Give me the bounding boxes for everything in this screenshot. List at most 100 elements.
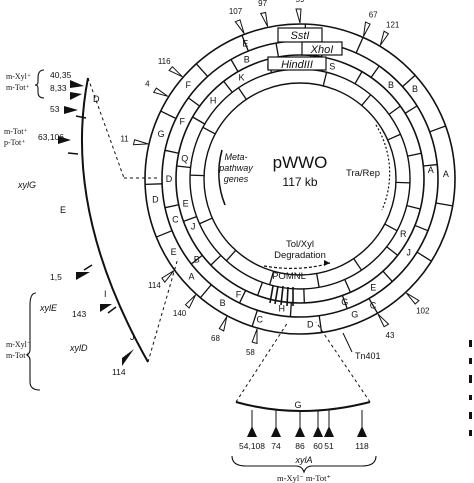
brace-2 — [26, 292, 41, 391]
xho-label: XhoI — [310, 44, 334, 56]
marker-triangle-0 — [295, 8, 302, 24]
plasmid-name: pWWO — [273, 153, 328, 172]
middle-ring-letter-0: B — [244, 54, 250, 64]
inner-ring-letter-5: J — [191, 222, 196, 232]
middle-ring-letter-3: D — [166, 174, 173, 184]
bottom-marker-label-5: 118 — [355, 441, 369, 451]
bottom-flag-0 — [247, 426, 257, 437]
tol-arc — [263, 262, 331, 269]
outer-ring-letter-12: B — [412, 84, 418, 94]
bottom-marker-label-3: 60 — [313, 441, 323, 451]
g2-phen-1: m-Tot⁺ — [4, 127, 28, 136]
middle-ring-letter-7: F — [236, 290, 242, 300]
projection-lines-left — [87, 77, 179, 363]
outer-ring-letter-7: C — [257, 314, 264, 324]
outer-ring-letter-11: A — [443, 169, 449, 179]
marker-triangle-12 — [406, 292, 420, 305]
meta-label-3: genes — [224, 174, 249, 184]
xylG-label: xylG — [17, 180, 36, 190]
marker-triangle-9 — [184, 294, 197, 309]
outer-ring-letter-9: G — [351, 309, 358, 319]
outer-ring-letter-2: G — [158, 129, 165, 139]
inner-ring-inner-edge — [203, 82, 397, 276]
middle-ring-letter-11: A — [428, 165, 434, 175]
marker-triangle-7 — [132, 139, 149, 146]
marker-triangle-2 — [234, 19, 245, 34]
marker-label-9: 140 — [173, 309, 187, 318]
marker-triangle-3 — [363, 21, 371, 37]
fragment-boundaries — [145, 24, 453, 333]
left-expanded-arc — [80, 77, 149, 363]
bottom-marker-label-4: 51 — [324, 441, 334, 451]
middle-ring-letter-1: B — [388, 80, 394, 90]
xylD-label: xylD — [69, 343, 88, 353]
bottom-phenotype: m-Xyl⁻ m-Tot⁺ — [277, 473, 331, 483]
sst-label: SstI — [291, 30, 310, 42]
marker-label-10: 68 — [211, 334, 220, 343]
outer-ring-letter-1: F — [185, 80, 191, 90]
outer-ring-letter-10: C — [370, 300, 377, 310]
pomnl-label: POMNL — [272, 271, 306, 282]
tol-label-1: Tol/Xyl — [286, 239, 314, 250]
middle-ring — [175, 54, 425, 304]
hind-label: HindIII — [281, 59, 313, 71]
projection-lines-bottom — [235, 321, 371, 403]
marker-label-0: 59 — [296, 0, 305, 4]
marker-label-12: 102 — [416, 307, 430, 316]
left-flag-0 — [70, 80, 84, 88]
xylA-label: xylA — [294, 455, 312, 465]
marker-triangle-4 — [379, 30, 390, 46]
inner-ring-letter-1: K — [238, 73, 244, 83]
operon-stripes — [269, 285, 294, 307]
tol-arrow — [324, 260, 330, 266]
bottom-marker-label-0: 54,108 — [239, 441, 265, 451]
inner-ring-letter-2: H — [210, 96, 217, 106]
middle-ring-letter-10: J — [406, 247, 411, 257]
tra-rep-label: Tra/Rep — [346, 168, 380, 179]
inner-ring-letter-3: Q — [181, 154, 188, 164]
left-seg-I: I — [104, 289, 107, 299]
g1-num-1: 40,35 — [50, 70, 72, 80]
marker-triangle-5 — [168, 65, 183, 78]
g2-phen-2: p-Tot⁺ — [4, 138, 25, 147]
left-flag-5 — [100, 304, 112, 312]
left-flag-3 — [58, 136, 71, 144]
marker-label-1: 97 — [258, 0, 267, 8]
brace-1 — [34, 69, 45, 99]
left-flag-1 — [70, 92, 82, 100]
left-arc-ticks — [67, 115, 117, 314]
outer-ring-letter-6: B — [220, 298, 226, 308]
hind-box — [267, 56, 327, 71]
left-seg-J: J — [130, 332, 135, 342]
bottom-marker-label-1: 74 — [271, 441, 281, 451]
marker-label-11: 58 — [246, 348, 255, 357]
marker-label-3: 67 — [369, 11, 378, 20]
middle-ring-letter-9: E — [370, 283, 376, 293]
marker-label-6: 4 — [145, 80, 150, 89]
left-flag-6 — [122, 349, 134, 366]
n63: 63,106 — [38, 132, 64, 142]
meta-label-1: Meta- — [224, 152, 247, 162]
marker-triangle-11 — [251, 328, 258, 345]
marker-label-7: 11 — [120, 135, 129, 144]
g1-phen-2: m-Tot⁺ — [6, 83, 30, 92]
marker-triangle-10 — [218, 316, 228, 332]
meta-arc — [218, 149, 226, 206]
bottom-flag-4 — [324, 426, 334, 437]
n114-left: 114 — [112, 367, 126, 377]
middle-ring-letter-6: G — [341, 297, 348, 307]
tn401-line — [342, 332, 353, 353]
marker-label-2: 107 — [229, 7, 243, 16]
g1-phen-1: m-Xyl⁺ — [6, 72, 31, 81]
bottom-flag-3 — [313, 426, 323, 437]
tol-label-2: Degradation — [274, 250, 326, 261]
outer-ring-letter-8: D — [307, 320, 314, 330]
outer-ring-letter-4: E — [171, 247, 177, 257]
bottom-marker-label-2: 86 — [295, 441, 305, 451]
plasmid-size: 117 kb — [282, 175, 317, 189]
n143: 143 — [72, 309, 86, 319]
tn401-label: Tn401 — [355, 351, 381, 361]
outer-ring-letter-3: D — [152, 194, 159, 204]
